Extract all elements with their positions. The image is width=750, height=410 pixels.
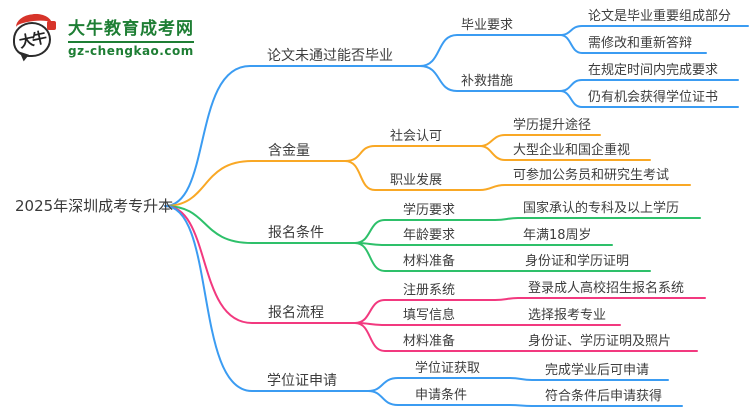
leaf-education-path: 学历提升途径 [513, 118, 592, 133]
node-root: 2025年深圳成考专升本 [15, 197, 174, 215]
node-social-recognition: 社会认可 [390, 129, 443, 144]
logo-seal-icon [47, 21, 56, 30]
leaf-degree-chance: 仍有机会获得学位证书 [588, 90, 719, 105]
leaf-recognized-diploma: 国家承认的专科及以上学历 [523, 201, 680, 216]
branch-value-links [164, 134, 691, 207]
leaf-age-18: 年满18周岁 [523, 228, 592, 243]
leaf-login-enroll-system: 登录成人高校招生报名系统 [528, 281, 685, 296]
branch-conditions-links [164, 205, 701, 272]
node-thesis-graduation: 论文未通过能否毕业 [267, 48, 393, 64]
leaf-choose-major: 选择报考专业 [528, 308, 607, 323]
daniu-logo-icon: 大牛 [12, 12, 60, 63]
node-apply-conditions: 申请条件 [415, 388, 468, 403]
node-material-prep: 材料准备 [403, 254, 456, 269]
brand-logo: 大牛 大牛教育成考网 gz-chengkao.com [12, 12, 194, 63]
node-register-system: 注册系统 [403, 283, 456, 298]
node-graduation-requirements: 毕业要求 [461, 18, 514, 33]
leaf-thesis-important-part: 论文是毕业重要组成部分 [588, 9, 732, 24]
logo-speech-bubble: 大牛 [13, 22, 51, 57]
leaf-id-diploma-proof: 身份证和学历证明 [525, 254, 630, 269]
node-enroll-process: 报名流程 [268, 305, 324, 321]
leaf-complete-in-time: 在规定时间内完成要求 [588, 63, 719, 78]
leaf-civil-service-exam: 可参加公务员和研究生考试 [513, 168, 670, 183]
branch-degree-links [164, 205, 683, 407]
leaf-revise-redefend: 需修改和重新答辩 [588, 36, 693, 51]
leaf-enterprise-value: 大型企业和国企重视 [513, 143, 631, 158]
node-value: 含金量 [268, 143, 310, 159]
node-fill-info: 填写信息 [403, 308, 456, 323]
node-material-prep-2: 材料准备 [403, 334, 456, 349]
leaf-id-diploma-photos: 身份证、学历证明及照片 [528, 334, 672, 349]
node-remedies: 补救措施 [461, 74, 514, 89]
node-degree-obtain: 学位证获取 [415, 361, 481, 376]
branch-thesis-links [164, 25, 749, 207]
node-age-requirement: 年龄要求 [403, 228, 456, 243]
branch-process-links [164, 205, 706, 352]
leaf-obtain-after-qualified: 符合条件后申请获得 [545, 389, 663, 404]
leaf-apply-after-graduation: 完成学业后可申请 [545, 363, 650, 378]
logo-mark-text: 大牛 [17, 28, 47, 52]
node-degree-application: 学位证申请 [267, 373, 337, 389]
brand-domain: gz-chengkao.com [68, 44, 194, 58]
node-enroll-conditions: 报名条件 [268, 225, 324, 241]
node-career-development: 职业发展 [390, 173, 443, 188]
node-education-requirement: 学历要求 [403, 203, 456, 218]
brand-name: 大牛教育成考网 [68, 14, 194, 43]
